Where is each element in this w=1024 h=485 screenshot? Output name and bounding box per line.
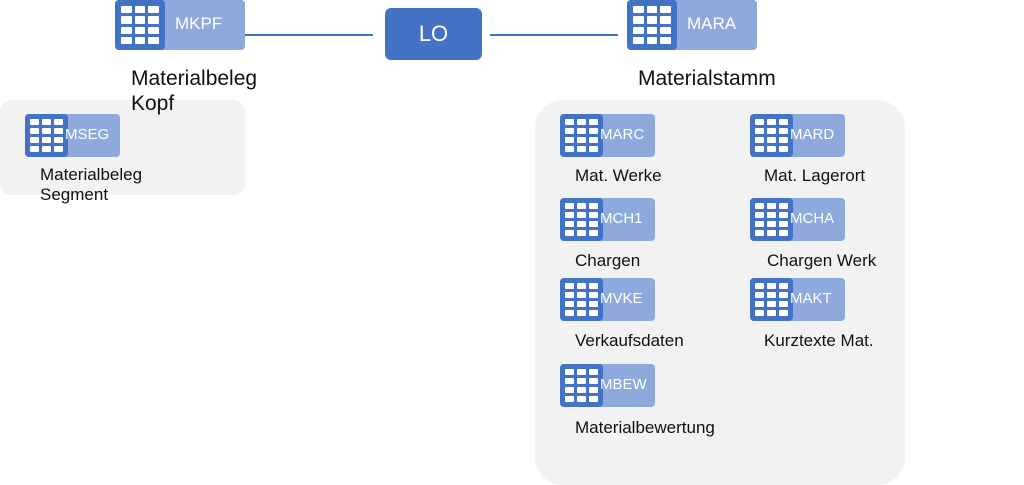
table-code: MCH1: [600, 210, 643, 227]
table-code: MARC: [600, 126, 645, 143]
connector-lo-mara: [490, 34, 618, 36]
table-icon: [115, 0, 165, 50]
table-icon: [560, 114, 603, 157]
caption-mch1: Chargen: [575, 251, 641, 270]
caption-makt: Kurztexte Mat.: [764, 331, 874, 350]
caption-line: Materialbeleg: [131, 67, 258, 90]
caption-mkpf: Materialbeleg Kopf: [131, 66, 257, 116]
table-code: MBEW: [600, 376, 647, 393]
table-code: MAKT: [790, 290, 832, 307]
table-icon: [750, 278, 793, 321]
caption-line: Kopf: [131, 92, 175, 116]
table-icon: [560, 364, 603, 407]
caption-mcha: Chargen Werk: [767, 251, 877, 270]
table-icon: [560, 278, 603, 321]
connector-mkpf-lo: [245, 34, 373, 36]
caption-mseg: Materialbeleg Segment: [40, 165, 142, 206]
table-code: MSEG: [65, 126, 110, 143]
caption-mara: Materialstamm: [638, 67, 776, 90]
caption-marc: Mat. Werke: [575, 166, 662, 185]
table-icon: [627, 0, 677, 50]
caption-mbew: Materialbewertung: [575, 418, 715, 437]
table-code: MVKE: [600, 290, 643, 307]
table-icon: [750, 114, 793, 157]
caption-mvke: Verkaufsdaten: [575, 331, 684, 350]
table-icon: [560, 198, 603, 241]
table-icon: [750, 198, 793, 241]
caption-mard: Mat. Lagerort: [764, 166, 866, 185]
table-code: MARA: [687, 14, 737, 33]
caption-line: Materialbeleg: [40, 165, 143, 184]
caption-line: Segment: [40, 185, 109, 205]
lo-box[interactable]: LO: [385, 8, 482, 60]
table-icon: [25, 114, 68, 157]
table-code: MARD: [790, 126, 835, 143]
table-code: MKPF: [175, 14, 223, 33]
table-code: MCHA: [790, 210, 835, 227]
